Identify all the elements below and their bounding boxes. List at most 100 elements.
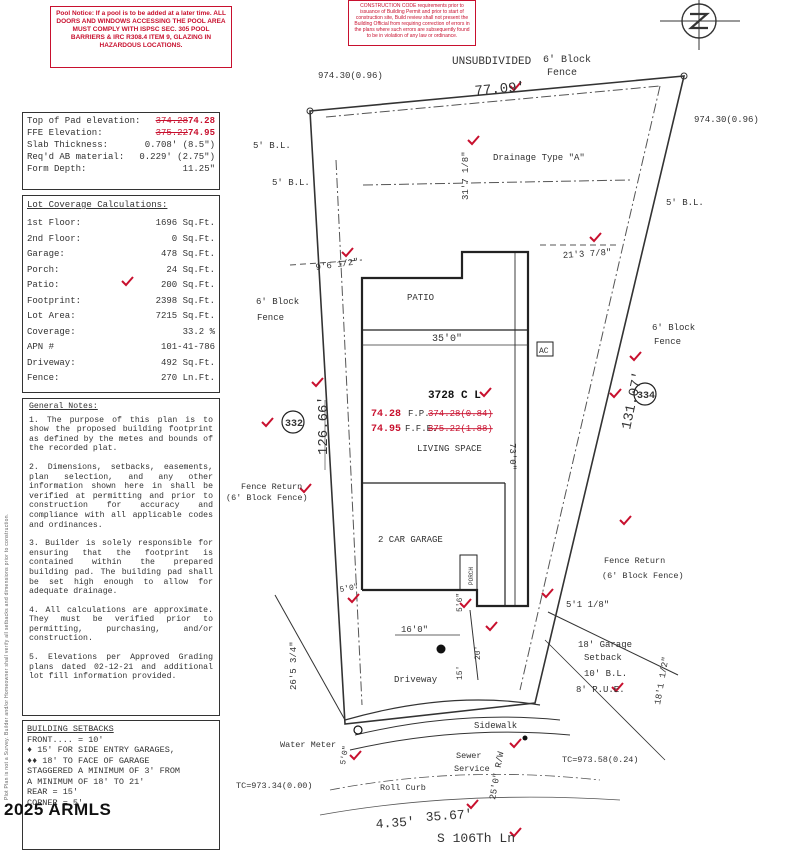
setback-line [519,85,661,691]
lot-coverage-value: 492 Sq.Ft. [160,357,215,368]
front-dimension: 20' [474,646,483,660]
check-icon [347,593,360,604]
ac-label: AC [539,347,549,356]
check-icon [349,750,362,761]
lot-coverage-row: APN #101-41-786 [23,340,219,356]
curb-arc [344,699,541,721]
property-boundary [309,75,686,725]
elevation-value: 0.708' (8.5") [144,140,215,150]
lot-coverage-label: APN # [27,342,55,352]
plan-number: 3728 C L [428,390,481,402]
unsubdivided-label: UNSUBDIVIDED [452,56,532,68]
check-icon [466,799,479,810]
lot-coverage-row: Fence: 270 Ln.Ft. [23,371,219,387]
elevation-old: 374.28 [155,116,188,126]
lot-coverage-value: 1696 Sq.Ft. [155,218,215,228]
lot-coverage-value: 270 Ln.Ft. [160,373,215,383]
top-fence-label-2: Fence [547,68,577,79]
elevation-row: Top of Pad elevation: 374.2874.28 [23,115,219,127]
fence-label: 6' Block [652,323,695,333]
garage-setback-dimension: 5'1 1/8" [566,600,609,610]
lot-coverage-value: 478 Sq.Ft. [160,249,215,259]
lot-coverage-row: Porch:24 Sq.Ft. [23,263,219,279]
setbacks-title: BUILDING SETBACKS [27,724,114,734]
water-meter-label: Water Meter [280,740,336,750]
street-arc [329,773,601,791]
garage-width-dimension: 16'0" [401,625,428,635]
check-icon [121,276,134,287]
garage-depth-dimension: 5'6" [456,593,465,612]
lot-coverage-panel: Lot Coverage Calculations: 1st Floor: 169… [22,195,220,393]
row-dimension: 25'0" R/W [488,750,506,800]
top-dimension: 77.09' [474,80,526,100]
ffe-new: 74.95 [371,424,401,435]
lot-coverage-row: Footprint:2398 Sq.Ft. [23,294,219,310]
check-icon [509,81,522,92]
side-dimension: 21'3 7/8" [563,248,612,261]
corner-elevation-right: 974.30(0.96) [694,115,759,125]
sewer-service-label: Sewer [456,751,482,761]
check-icon [619,515,632,526]
tc-left-label: TC=973.34(0.00) [236,781,313,791]
curb-edge [274,594,346,721]
fence-label: Fence [257,313,284,323]
general-notes-panel: General Notes: 1. The purpose of this pl… [22,398,220,716]
fp-old: 374.28(0.84) [428,409,493,419]
lot-coverage-label: Patio: [27,280,60,290]
lot-coverage-label: Driveway: [27,357,76,368]
elevation-old: 375.22 [155,128,188,138]
elevation-row: Slab Thickness: 0.708' (8.5") [23,139,219,151]
lot-coverage-label: Footprint: [27,295,82,306]
check-icon [261,417,274,428]
lot-coverage-label: Garage: [27,249,65,259]
setback-line-text: CORNER = 5' [27,797,84,808]
check-icon [485,621,498,632]
lot-coverage-label: Fence: [27,373,60,383]
ffe-old: 375.22(1.88) [428,424,493,434]
pool-notice: Pool Notice: If a pool is to be added at… [50,6,232,68]
roll-curb-label: Roll Curb [380,783,426,793]
construction-code-text: CONSTRUCTION CODE requirements prior to … [354,3,470,39]
sidewalk-arc [349,731,571,751]
check-icon [629,351,642,362]
general-note: 2. Dimensions, setbacks, easements, plan… [29,462,213,530]
fp-label: F.P. [408,409,430,419]
sewer-service-label: Service [454,764,490,774]
lot-332-label: 332 [285,419,303,430]
lot-coverage-value: 7215 Sq.Ft. [155,311,215,321]
setbacks-panel: BUILDING SETBACKS FRONT.... = 10'♦ 15' F… [22,720,220,850]
elevation-label: Slab Thickness: [27,140,109,150]
setback-line-text: ♦ 15' FOR SIDE ENTRY GARAGES, [27,745,175,755]
elevation-value: 11.25" [182,164,215,174]
setback-label: 5' B.L. [666,198,704,208]
ffe-label: F.F.E. [405,424,437,434]
front-dimension: 26'5 3/4" [289,641,299,690]
setback-label: 5' B.L. [272,178,310,188]
lot-coverage-label: 1st Floor: [27,218,82,228]
check-icon [611,682,624,693]
driveway-edge [469,609,479,681]
construction-code-notice: CONSTRUCTION CODE requirements prior to … [348,0,476,46]
setback-line-text: ♦♦ 18' TO FACE OF GARAGE [27,755,150,766]
lot-coverage-row: 2nd Floor:0 Sq.Ft. [23,232,219,248]
check-icon [311,377,324,388]
garage-setback-label: Setback [584,653,622,663]
check-icon [341,247,354,258]
north-arrow-icon [660,0,740,50]
setback-line-text: REAR = 15' [27,787,79,797]
patio-label: PATIO [407,293,434,303]
check-icon [479,387,492,398]
side-dimension: 9'6 1/2" [315,257,359,273]
lot-coverage-value: 24 Sq.Ft. [166,264,215,275]
drainage-label: Drainage Type "A" [493,153,585,163]
depth-dimension: 73'0" [507,443,517,470]
frontage-dimension: 4.35' [375,814,415,832]
lot-coverage-value: 0 Sq.Ft. [171,233,215,244]
fence-return-label: (6' Block Fence) [602,571,684,581]
side-dimension: 5'0" [339,745,351,765]
lot-coverage-label: Lot Area: [27,311,76,321]
pue-8-label: 8' P.U.E. [576,685,625,695]
general-notes-title: General Notes: [29,402,98,411]
lot-coverage-title: Lot Coverage Calculations: [27,200,168,210]
